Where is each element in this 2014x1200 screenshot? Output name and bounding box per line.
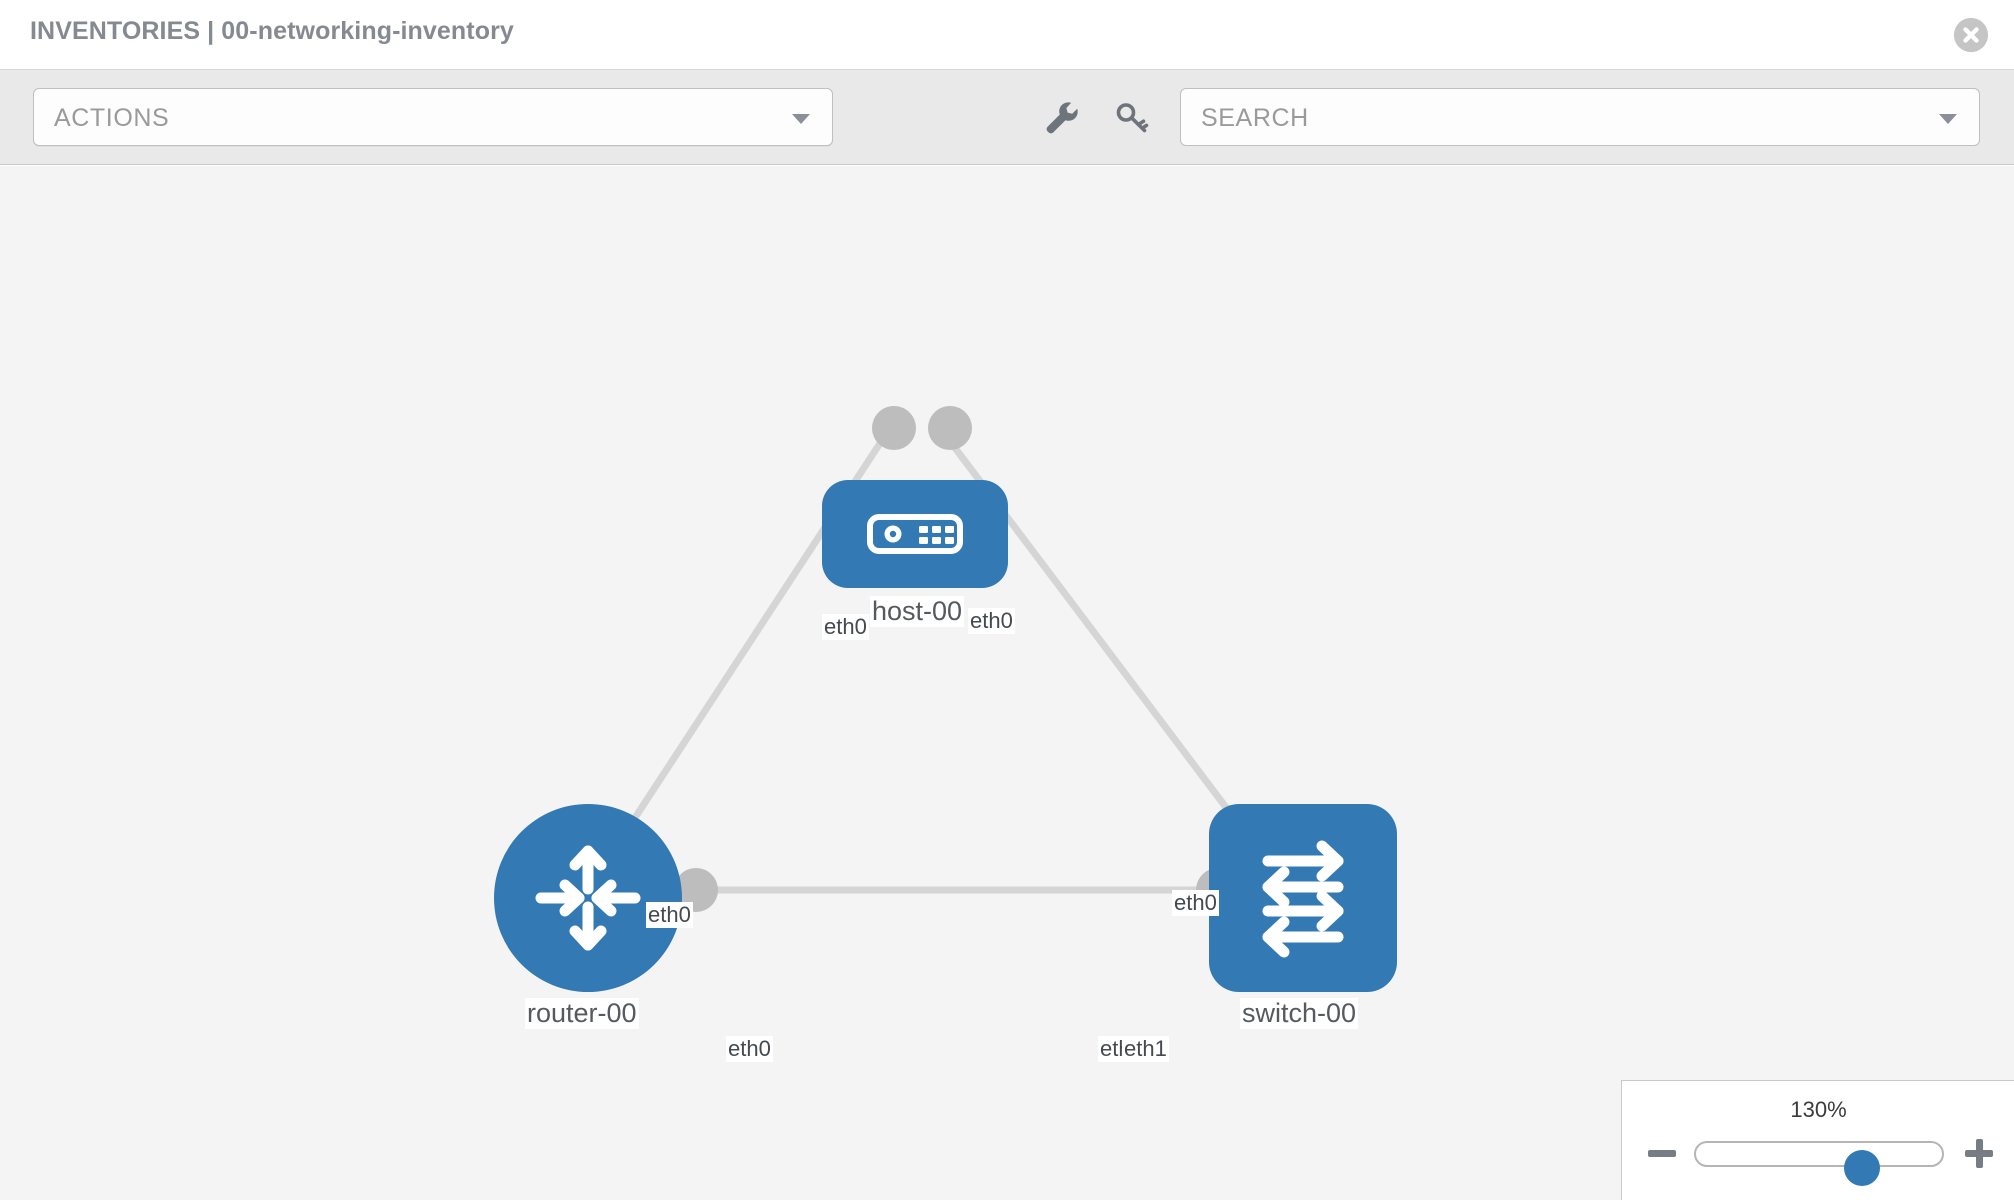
actions-dropdown[interactable]: ACTIONS <box>33 88 833 146</box>
zoom-control: 130% <box>1621 1080 2014 1200</box>
node-switch-00-label: switch-00 <box>1240 998 1359 1029</box>
port-connector <box>872 406 916 450</box>
key-icon[interactable] <box>1110 96 1154 140</box>
node-host-00-label: host-00 <box>870 596 965 627</box>
zoom-percent-label: 130% <box>1790 1097 1847 1122</box>
node-router-00-shape[interactable] <box>494 804 682 992</box>
server-icon <box>867 514 963 554</box>
zoom-slider-track[interactable] <box>1694 1141 1944 1186</box>
node-router-00-label: router-00 <box>525 998 639 1029</box>
search-input[interactable]: SEARCH <box>1180 88 1980 146</box>
zoom-in-button[interactable] <box>1963 1137 1995 1169</box>
close-icon[interactable] <box>1954 18 1988 52</box>
edge-label-router-switch-near-router: eth0 <box>726 1036 773 1062</box>
router-arrows-icon <box>535 845 641 951</box>
wrench-icon[interactable] <box>1040 96 1084 140</box>
port-connector <box>928 406 972 450</box>
zoom-out-button[interactable] <box>1646 1137 1678 1169</box>
zoom-slider-thumb[interactable] <box>1844 1150 1880 1186</box>
edge-label-host-router-near-router: eth0 <box>646 902 693 928</box>
edge-label-host-switch-near-switch: eth0 <box>1172 890 1219 916</box>
node-switch-00-shape[interactable] <box>1209 804 1397 992</box>
actions-dropdown-label: ACTIONS <box>54 104 170 132</box>
zoom-slider-row <box>1622 1129 2014 1186</box>
switch-arrows-icon <box>1262 840 1344 958</box>
edge-label-host-switch-near-host: eth0 <box>968 608 1015 634</box>
topology-edges <box>606 424 1244 894</box>
page-header: INVENTORIES | 00-networking-inventory <box>0 0 2014 70</box>
edge-label-host-router-near-host: eth0 <box>822 614 869 640</box>
edge-label-router-switch-near-switch: eth1 <box>1122 1036 1169 1062</box>
chevron-down-icon[interactable] <box>1939 114 1957 124</box>
toolbar: ACTIONS SEARCH <box>0 70 2014 165</box>
page-title: INVENTORIES | 00-networking-inventory <box>30 17 514 45</box>
topology-canvas[interactable]: host-00 <box>0 166 2014 1200</box>
chevron-down-icon <box>792 114 810 124</box>
node-host-00-shape[interactable] <box>822 480 1008 588</box>
search-placeholder: SEARCH <box>1201 104 1309 132</box>
